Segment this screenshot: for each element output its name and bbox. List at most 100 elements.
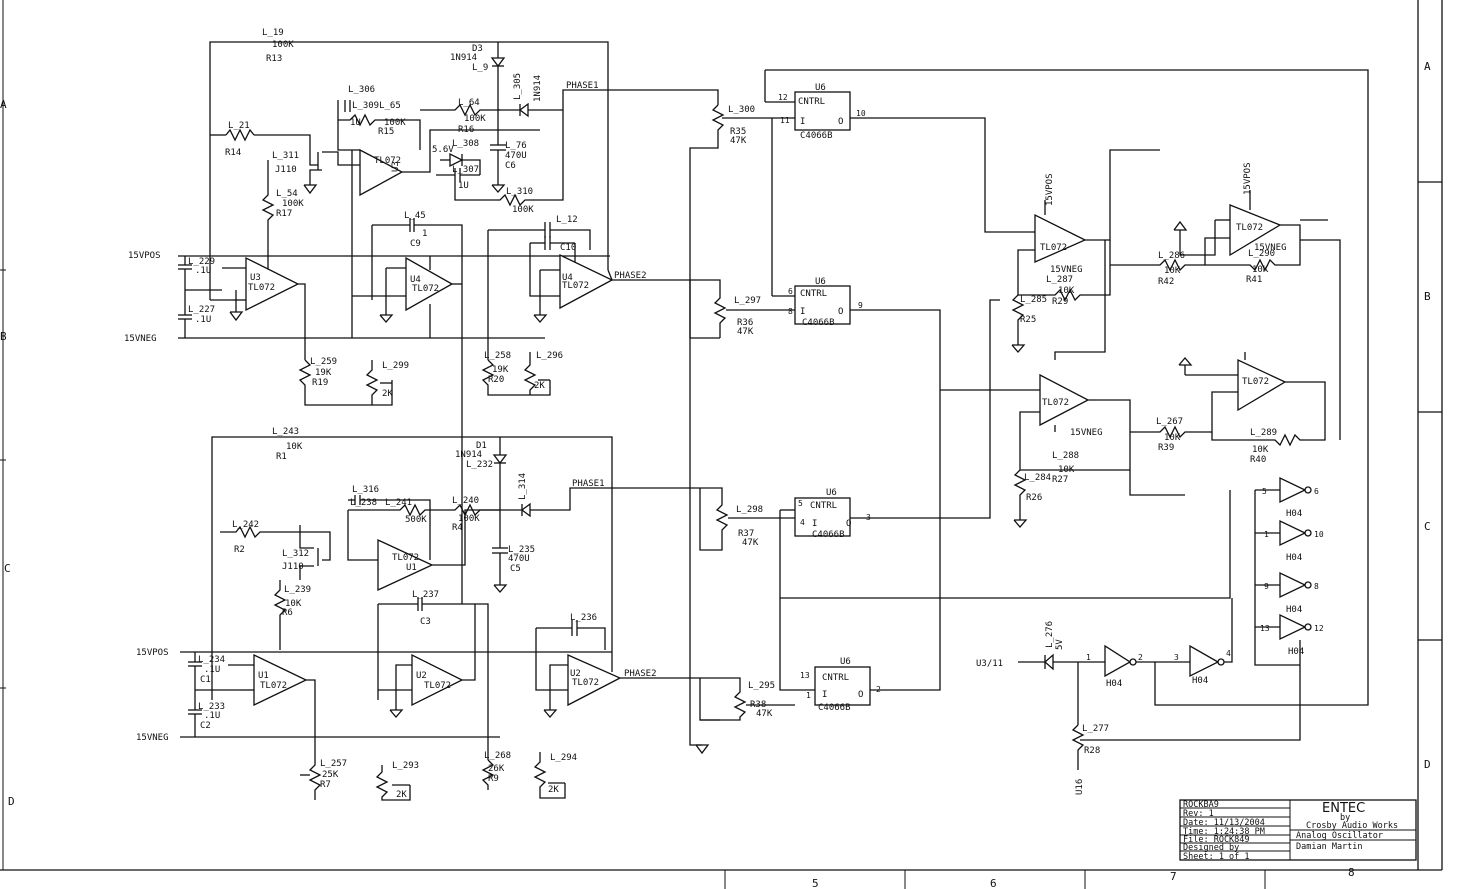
label-phase1-bottom: PHASE1 (572, 479, 605, 489)
label-15vneg-u5a: 15VNEG (1050, 265, 1083, 275)
label-1u-l307: 1U (458, 181, 469, 191)
label-26k-r9: 26K (488, 764, 505, 774)
upper-labels: L_19 100K R13 D3 1N914 L_9 L_305 1N914 P… (124, 28, 647, 399)
label-tl072-u2-b: TL072 (572, 678, 599, 688)
label-pin1: 1 (806, 691, 811, 700)
label-pin5: 5 (798, 499, 803, 508)
label-r16: R16 (458, 125, 474, 135)
label-inv1-h04: H04 (1286, 509, 1302, 519)
label-r7: R7 (320, 780, 331, 790)
zone-6: 6 (990, 877, 997, 889)
label-j110-bottom: J110 (282, 562, 304, 572)
label-d1: D1 (476, 441, 487, 451)
label-l227: L_227 (188, 305, 215, 315)
label-1n914-l305: 1N914 (533, 75, 543, 102)
zone-d-right: D (1424, 758, 1431, 771)
label-u6-c: U6 (826, 488, 837, 498)
label-inv3-in: 9 (1264, 582, 1269, 591)
label-470u-c6: 470U (505, 151, 527, 161)
label-r38: R38 (750, 700, 766, 710)
label-15vneg-u5b: 15VNEG (1254, 243, 1287, 253)
label-r40: R40 (1250, 455, 1266, 465)
zone-c-right: C (1424, 520, 1431, 533)
label-l19: L_19 (262, 28, 284, 38)
label-inv6-in: 3 (1174, 653, 1179, 662)
label-10k-r29: 10K (1058, 286, 1075, 296)
tb-rev: Rev: 1 (1183, 809, 1214, 819)
label-u1-top: U1 (406, 563, 417, 573)
label-phase2-top: PHASE2 (614, 271, 647, 281)
label-l243: L_243 (272, 427, 299, 437)
label-1n914-d1: 1N914 (455, 450, 482, 460)
label-l289: L_289 (1250, 428, 1277, 438)
label-l257: L_257 (320, 759, 347, 769)
label-c4066b-b: C4066B (802, 318, 835, 328)
label-c9-1: 1 (422, 229, 427, 239)
lower-oscillator (180, 436, 720, 801)
label-c4066b-d: C4066B (818, 703, 851, 713)
zone-b-left: B (0, 330, 7, 343)
label-i-c: I (812, 519, 817, 529)
label-tl072-u7b: TL072 (1242, 377, 1269, 387)
label-l316: L_316 (352, 485, 379, 495)
label-inv6-h04: H04 (1192, 676, 1208, 686)
label-cntrl-b: CNTRL (800, 289, 827, 299)
label-l299: L_299 (382, 361, 409, 371)
label-l295: L_295 (748, 681, 775, 691)
tb-title: Analog Oscillator (1296, 831, 1383, 841)
inverter-section (1018, 476, 1312, 770)
label-r37: R37 (738, 529, 754, 539)
label-10k-r42: 10K (1164, 266, 1181, 276)
label-100k-l310: 100K (512, 205, 534, 215)
tb-designed: Designed by (1183, 843, 1239, 853)
label-u3-11: U3/11 (976, 659, 1003, 669)
label-100k-r13: 100K (272, 40, 294, 50)
label-o-a: O (838, 117, 843, 127)
zone-a-right: A (1424, 60, 1431, 73)
label-c9: C9 (410, 239, 421, 249)
label-l45: L_45 (404, 211, 426, 221)
label-inv4-h04: H04 (1288, 647, 1304, 657)
lower-labels: L_243 10K R1 D1 1N914 L_232 L_314 PHASE1… (136, 427, 657, 800)
label-l312: L_312 (282, 549, 309, 559)
label-l12: L_12 (556, 215, 578, 225)
label-100k-r4: 100K (458, 514, 480, 524)
label-l239: L_239 (284, 585, 311, 595)
label-c4066b-c: C4066B (812, 530, 845, 540)
zone-c-left: C (4, 562, 11, 575)
label-19k-r20: 19K (492, 365, 509, 375)
tb-drawing: ROCKBA9 (1183, 800, 1219, 810)
label-l305: L_305 (513, 73, 523, 100)
label-inv3-out: 8 (1314, 582, 1319, 591)
mixer-labels: 15VPOS TL072 15VNEG L_287 10K R29 L_285 … (1020, 162, 1287, 503)
label-l76: L_76 (505, 141, 527, 151)
tb-date: Date: 11/13/2004 (1183, 818, 1265, 828)
label-o-d: O (858, 690, 863, 700)
label-l306: L_306 (348, 85, 375, 95)
mixer-section (1011, 149, 1341, 528)
title-block (1179, 799, 1417, 861)
label-pin4: 4 (800, 518, 805, 527)
label-u1-bottom: U1 (258, 671, 269, 681)
label-r2: R2 (234, 545, 245, 555)
label-15vpos-u5a: 15VPOS (1045, 173, 1055, 206)
label-1u-l227: .1U (195, 315, 211, 325)
label-l288: L_288 (1052, 451, 1079, 461)
label-l286: L_286 (1158, 251, 1185, 261)
label-l296: L_296 (536, 351, 563, 361)
label-10k-r27: 10K (1058, 465, 1075, 475)
label-l307: L_307 (452, 165, 479, 175)
label-47k-r38: 47K (756, 709, 773, 719)
label-l308: L_308 (452, 139, 479, 149)
label-c10: C10 (560, 243, 576, 253)
label-470u-c5: 470U (508, 554, 530, 564)
label-15vpos-top: 15VPOS (128, 251, 161, 261)
label-u3-top: U3 (391, 161, 401, 172)
label-r35: R35 (730, 127, 746, 137)
label-5v: 5V (1055, 639, 1065, 650)
label-r28: R28 (1084, 746, 1100, 756)
label-2k-l296: 2K (534, 381, 545, 391)
label-10k-r39: 10K (1164, 433, 1181, 443)
label-o-c: O (846, 519, 851, 529)
